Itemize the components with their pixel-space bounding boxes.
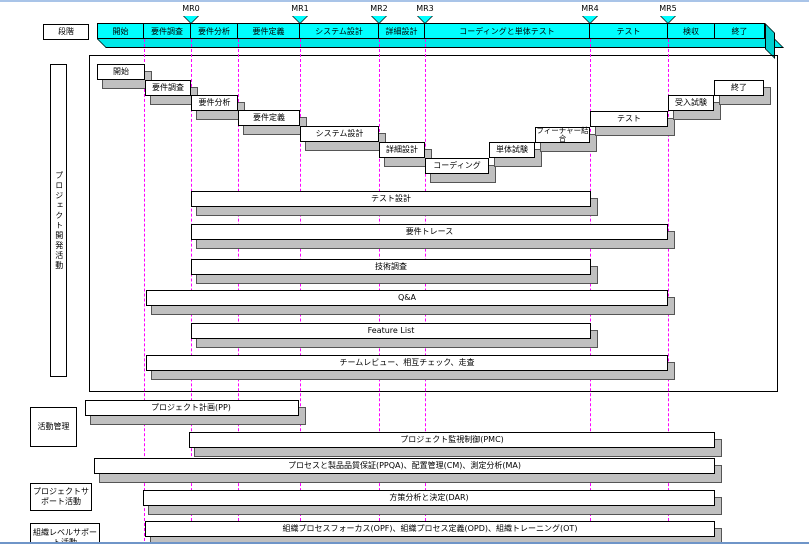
stair-step: フィーチャー結合 <box>535 125 590 143</box>
phase-cell: 終了 <box>715 23 765 39</box>
milestone-label: MR4 <box>581 4 599 13</box>
milestone-marker <box>660 16 676 24</box>
milestone-line <box>668 39 669 544</box>
phase-header-label: 段階 <box>43 24 89 40</box>
milestone-marker <box>371 16 387 24</box>
activity-bar: Q&A <box>146 290 668 306</box>
phase-bar-shadow <box>97 39 784 48</box>
milestone-marker <box>582 16 598 24</box>
milestone-marker <box>417 16 433 24</box>
phase-cell: 検収 <box>668 23 715 39</box>
milestone-label: MR1 <box>291 4 309 13</box>
stair-step: 要件分析 <box>191 95 238 111</box>
activity-bar: 組織プロセスフォーカス(OPF)、組織プロセス定義(OPD)、組織トレーニング(… <box>145 521 715 537</box>
activity-bar: 要件トレース <box>191 224 668 240</box>
activity-bar: 方策分析と決定(DAR) <box>143 490 715 506</box>
activity-bar: チームレビュー、相互チェック、走査 <box>146 355 668 371</box>
milestone-line <box>144 39 145 544</box>
dev-activities-frame <box>89 55 778 392</box>
phase-cell: システム設計 <box>300 23 379 39</box>
stair-step: 要件調査 <box>145 80 191 96</box>
activity-bar: プロジェクト監視制御(PMC) <box>189 432 715 448</box>
activity-bar: 技術調査 <box>191 259 591 275</box>
milestone-label: MR5 <box>659 4 677 13</box>
org-support-label: 組織レベルサポート活動 <box>30 523 100 544</box>
phase-cell: 要件調査 <box>144 23 191 39</box>
stair-step: 受入試験 <box>668 95 714 111</box>
project-support-label: プロジェクトサポート活動 <box>30 483 92 511</box>
stair-step: 詳細設計 <box>379 142 425 158</box>
activity-bar: プロジェクト計画(PP) <box>85 400 299 416</box>
stair-step: コーディング <box>425 158 489 174</box>
stair-step: テスト <box>590 111 668 127</box>
milestone-marker <box>292 16 308 24</box>
phase-cell: コーディングと単体テスト <box>425 23 590 39</box>
milestone-label: MR0 <box>182 4 200 13</box>
phase-cell: テスト <box>590 23 668 39</box>
activity-bar: Feature List <box>191 323 591 339</box>
stair-step: 開始 <box>97 64 145 80</box>
stair-step: 終了 <box>714 80 764 96</box>
stair-step: システム設計 <box>300 126 379 142</box>
milestone-label: MR3 <box>416 4 434 13</box>
phase-cell: 詳細設計 <box>379 23 425 39</box>
dev-activities-label: プロジェクト開発活動 <box>50 64 67 377</box>
stair-step: 単体試験 <box>489 142 535 158</box>
phase-cell: 要件定義 <box>238 23 300 39</box>
phase-cell: 開始 <box>98 23 144 39</box>
activity-bar: プロセスと製品品質保証(PPQA)、配置管理(CM)、測定分析(MA) <box>94 458 715 474</box>
milestone-marker <box>183 16 199 24</box>
phase-bar: 開始要件調査要件分析要件定義システム設計詳細設計コーディングと単体テストテスト検… <box>97 23 766 39</box>
phase-cell: 要件分析 <box>191 23 238 39</box>
management-label: 活動管理 <box>30 407 77 447</box>
milestone-label: MR2 <box>370 4 388 13</box>
stair-step: 要件定義 <box>238 110 300 126</box>
phase-bar-side <box>765 23 775 59</box>
activity-bar: テスト設計 <box>191 191 591 207</box>
